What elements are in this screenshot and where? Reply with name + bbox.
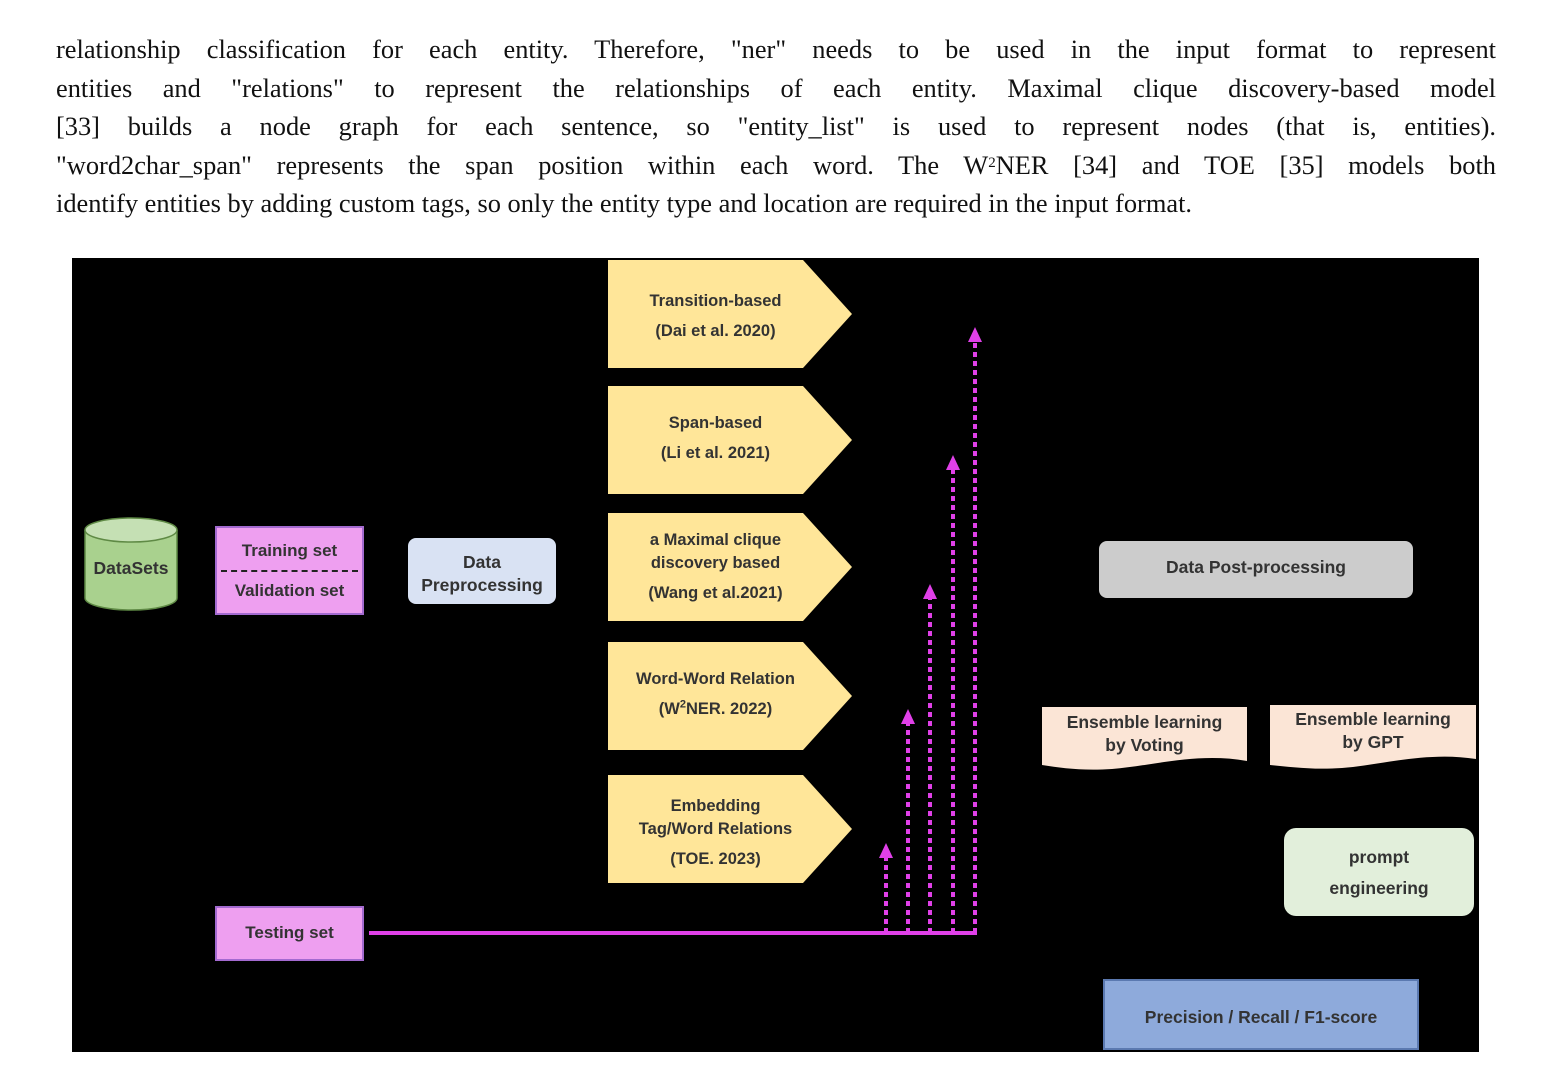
prompt-line: prompt (1348, 847, 1410, 867)
model-citation: (Dai et al. 2020) (655, 322, 776, 340)
body-paragraph: relationship classification for each ent… (56, 30, 1496, 223)
arrow-heads (879, 327, 982, 858)
model-chevron-span (608, 386, 852, 494)
model-name: Transition-based (649, 292, 782, 310)
model-label-w2ner: Word-Word Relation (W2NER. 2022) (608, 664, 823, 724)
paragraph-line: entities and "relations" to represent th… (56, 72, 1496, 103)
ensemble-gpt-shape (1270, 705, 1476, 769)
metrics-box: Precision / Recall / F1-score (1103, 979, 1419, 1050)
citation-text: NER. 2022) (685, 700, 773, 718)
prompt-line: engineering (1329, 878, 1429, 898)
split-divider (221, 570, 358, 572)
model-chevron-w2ner (608, 642, 852, 750)
model-citation: (Wang et al.2021) (648, 584, 783, 602)
paragraph-text: "word2char_span" represents the span pos… (56, 149, 989, 180)
model-citation: (W2NER. 2022) (608, 694, 823, 724)
diagram-shapes (369, 260, 1476, 935)
model-name: Span-based (668, 414, 763, 432)
data-postprocessing-box: Data Post-processing (1099, 541, 1413, 598)
paragraph-text: NER [34] and TOE [35] models both (995, 149, 1496, 180)
ner-ensemble-diagram: DataSets Training set Validation set Tes… (72, 258, 1479, 1052)
model-citation: (TOE. 2023) (670, 850, 761, 868)
ensemble-gpt-label: Ensemble learning by GPT (1270, 708, 1476, 754)
model-chevron-clique (608, 513, 852, 621)
training-set-label: Training set (241, 541, 338, 560)
ensemble-line: Ensemble learning (1295, 709, 1451, 729)
training-validation-box: Training set Validation set (215, 526, 364, 615)
testing-set-box: Testing set (215, 906, 364, 961)
model-chevron-transition (608, 260, 852, 368)
prompt-engineering-box: prompt engineering (1284, 828, 1474, 916)
preprocessing-line1: Data (463, 552, 501, 572)
ensemble-line: Ensemble learning (1066, 712, 1223, 732)
model-name: discovery based (650, 554, 781, 572)
metrics-label: Precision / Recall / F1-score (1144, 1007, 1378, 1027)
model-name: Tag/Word Relations (638, 820, 793, 838)
model-label-span: Span-based (Li et al. 2021) (608, 408, 823, 468)
paragraph-line: relationship classification for each ent… (56, 34, 1496, 64)
paragraph-line: [33] builds a node graph for each senten… (56, 111, 1496, 142)
model-name: Embedding (670, 797, 761, 815)
data-preprocessing-box: Data Preprocessing (408, 538, 556, 604)
ensemble-voting-label: Ensemble learning by Voting (1042, 711, 1247, 757)
postprocessing-label: Data Post-processing (1166, 557, 1346, 577)
citation-text: (W (658, 700, 680, 718)
model-name: a Maximal clique (649, 531, 782, 549)
model-label-transition: Transition-based (Dai et al. 2020) (608, 286, 823, 346)
superscript: 2 (679, 698, 686, 711)
model-chevron-toe (608, 775, 852, 883)
paragraph-line: identify entities by adding custom tags,… (56, 188, 1192, 219)
dotted-arrows (884, 342, 977, 933)
database-icon (84, 517, 178, 611)
ensemble-voting-shape (1042, 707, 1247, 770)
superscript: 2 (988, 154, 996, 171)
model-label-toe: Embedding Tag/Word Relations (TOE. 2023) (608, 795, 823, 871)
model-name: Word-Word Relation (636, 670, 795, 688)
preprocessing-line2: Preprocessing (421, 575, 543, 595)
paragraph-line: "word2char_span" represents the span pos… (56, 146, 1496, 185)
datasets-cylinder: DataSets (84, 516, 178, 612)
testing-set-label: Testing set (245, 923, 334, 942)
validation-set-label: Validation set (234, 581, 345, 600)
prompt-engineering-label: prompt engineering (1284, 842, 1474, 904)
datasets-label: DataSets (93, 558, 169, 578)
model-citation: (Li et al. 2021) (660, 444, 771, 462)
preprocessing-label: Data Preprocessing (408, 551, 556, 597)
ensemble-line: by Voting (1105, 735, 1184, 755)
ensemble-line: by GPT (1342, 732, 1404, 752)
model-label-clique: a Maximal clique discovery based (Wang e… (608, 529, 823, 605)
